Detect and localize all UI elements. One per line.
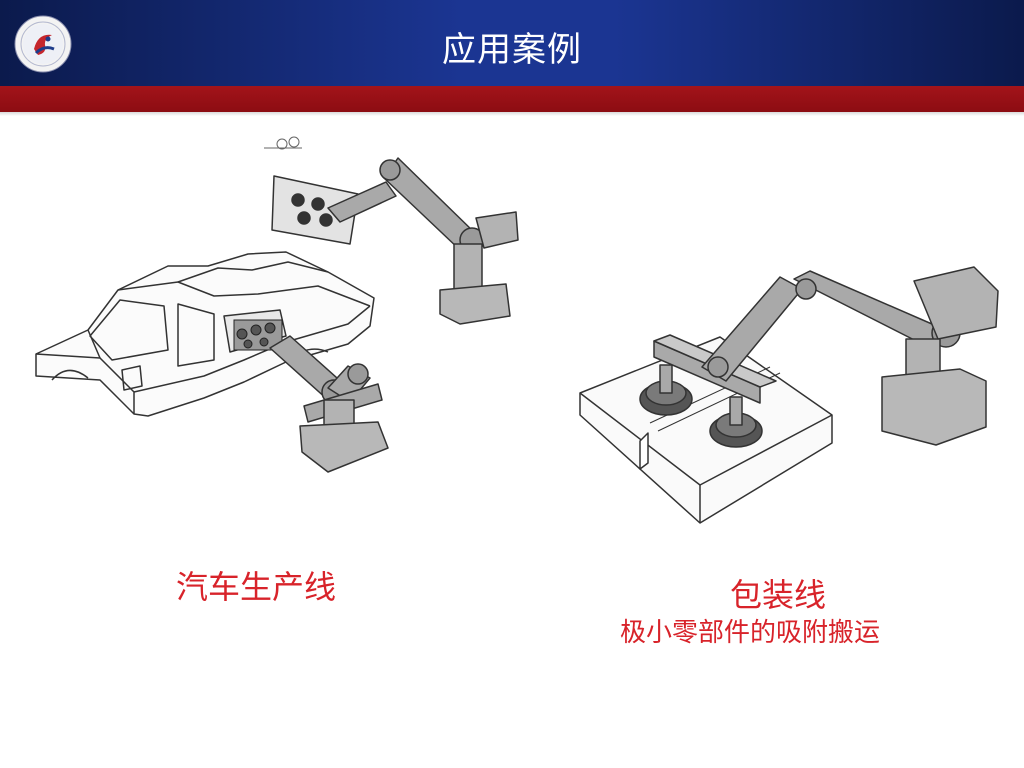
caption-packaging-detail: 极小零部件的吸附搬运 bbox=[620, 618, 881, 648]
header-shadow bbox=[0, 112, 1024, 116]
header-stripe bbox=[0, 86, 1024, 112]
packaging-robot-illustration bbox=[579, 266, 999, 524]
page-title: 应用案例 bbox=[442, 30, 582, 70]
caption-packaging-line: 包装线 bbox=[730, 576, 827, 614]
header-bar bbox=[0, 0, 1024, 86]
car-production-robot-illustration bbox=[35, 136, 519, 473]
university-emblem-icon bbox=[14, 15, 72, 73]
caption-car-production: 汽车生产线 bbox=[176, 568, 337, 606]
